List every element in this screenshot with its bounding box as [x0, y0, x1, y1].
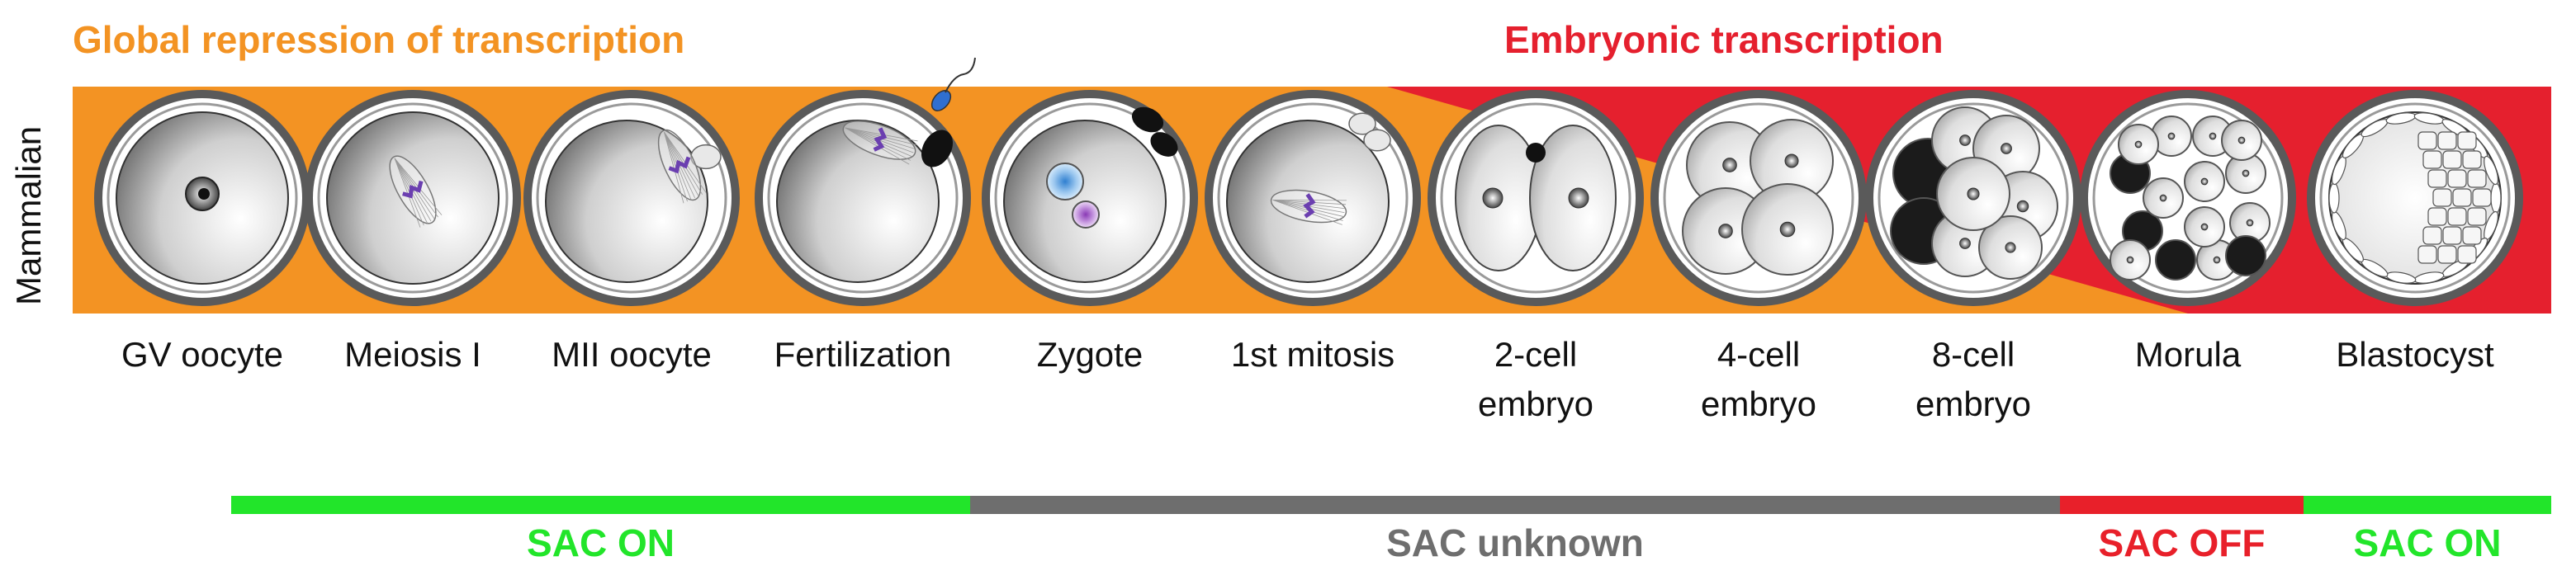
stage-label: MII oocyte	[552, 335, 712, 374]
sac-status-label: SAC OFF	[2098, 521, 2266, 564]
stage-label: Fertilization	[774, 335, 952, 374]
global-repression-header: Global repression of transcription	[73, 18, 685, 61]
meiosis-i-icon	[305, 90, 521, 306]
stage-label: GV oocyte	[121, 335, 284, 374]
eight-cell-embryo-icon	[1865, 90, 2081, 306]
stage-label: Blastocyst	[2336, 335, 2494, 374]
sac-status-label: SAC unknown	[1386, 521, 1644, 564]
mii-oocyte-icon	[523, 90, 740, 306]
two-cell-embryo-icon	[1428, 90, 1644, 306]
stage-label: Zygote	[1036, 335, 1144, 374]
first-mitosis-icon	[1205, 90, 1421, 306]
stage-label: 1st mitosis	[1230, 335, 1395, 374]
zygote-icon	[982, 90, 1198, 306]
stage-label: 4-cell embryo	[1700, 335, 1817, 423]
sac-status-label: SAC ON	[2353, 521, 2502, 564]
four-cell-embryo-icon	[1650, 90, 1867, 306]
stage-label: 8-cell embryo	[1915, 335, 2032, 423]
stage-label: 2-cell embryo	[1477, 335, 1594, 423]
stage-label: Morula	[2134, 335, 2242, 374]
embryonic-transcription-header: Embryonic transcription	[1504, 18, 1944, 61]
stage-label: Meiosis I	[344, 335, 481, 374]
blastocyst-icon	[2307, 90, 2523, 306]
morula-icon	[2080, 90, 2296, 306]
fertilization-icon	[755, 57, 976, 306]
sac-status-label: SAC ON	[527, 521, 675, 564]
gv-oocyte-icon	[94, 90, 310, 306]
